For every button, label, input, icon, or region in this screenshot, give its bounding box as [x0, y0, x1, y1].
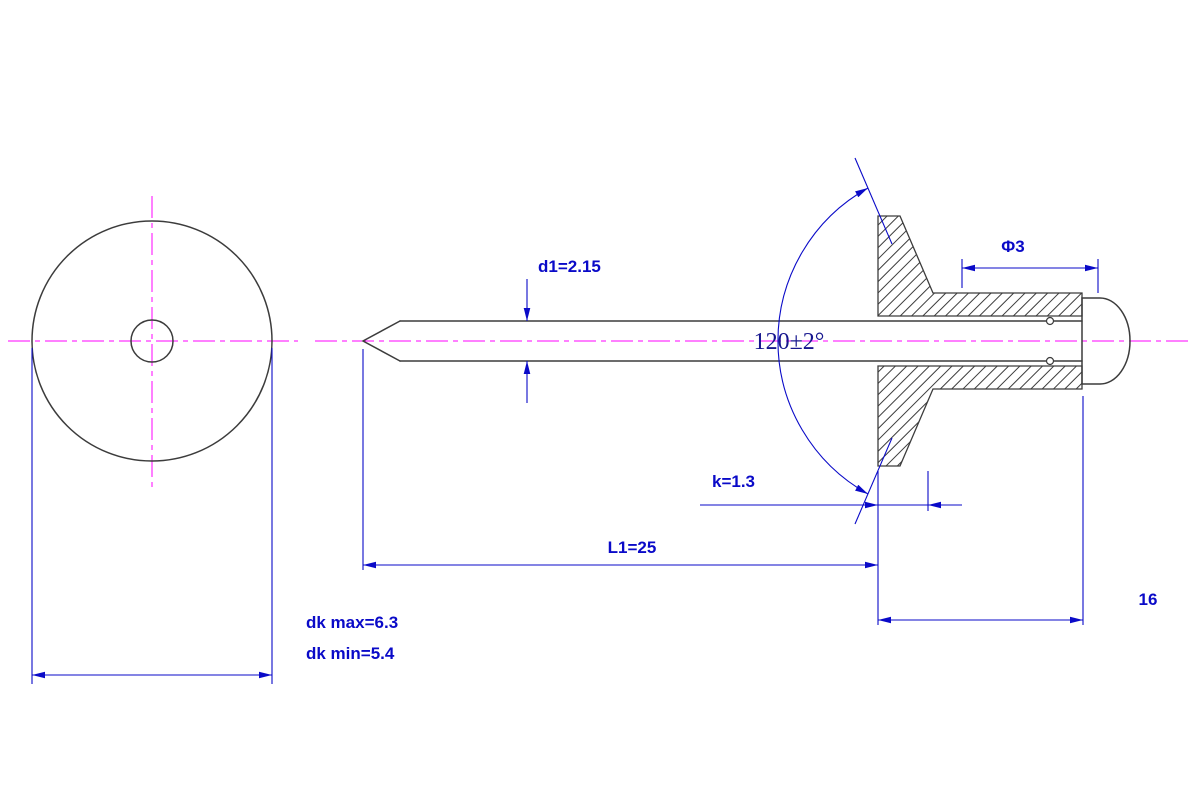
dimension-L1: L1=25: [362, 349, 878, 570]
dk-max-label: dk max=6.3: [306, 613, 398, 632]
L1-label: L1=25: [608, 538, 657, 557]
angle-extension-bottom: [854, 437, 893, 525]
dimension-phi3: Φ3: [961, 237, 1099, 293]
dk-min-label: dk min=5.4: [306, 644, 395, 663]
front-view: [31, 220, 273, 462]
side-view: [361, 215, 1131, 467]
mandrel-tip-cone: [361, 320, 401, 362]
dimensions: d1=2.15 Φ3 120±2°: [31, 157, 1157, 684]
d1-label: d1=2.15: [538, 257, 601, 276]
flange-outer-circle: [31, 220, 273, 462]
dimension-k: k=1.3: [700, 471, 962, 625]
angle-arc: [777, 187, 869, 495]
mandrel-head: [1081, 297, 1131, 385]
angle-label: 120±2°: [754, 329, 825, 355]
rivet-body-section-bottom: [877, 365, 1083, 467]
mandrel-break-notch-bottom: [1045, 356, 1055, 366]
phi3-label: Φ3: [1001, 237, 1024, 256]
dimension-16: 16: [878, 396, 1157, 625]
dimension-dk: dk max=6.3 dk min=5.4: [31, 348, 398, 684]
mandrel-hole-circle: [130, 319, 174, 363]
k-label: k=1.3: [712, 472, 755, 491]
len16-label: 16: [1139, 590, 1158, 609]
angle-extension-top: [854, 157, 893, 245]
mandrel-break-notch-top: [1045, 316, 1055, 326]
dimension-angle: 120±2°: [754, 157, 893, 525]
rivet-body-section-top: [877, 215, 1083, 317]
dimension-d1: d1=2.15: [523, 257, 601, 403]
centerlines: [8, 196, 1192, 488]
